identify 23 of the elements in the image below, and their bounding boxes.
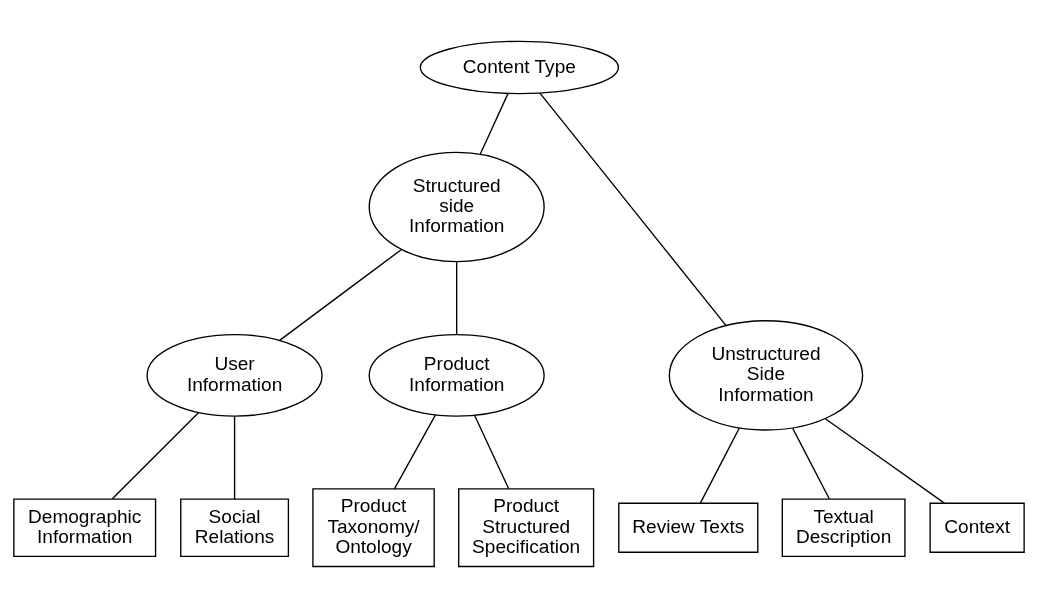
connector <box>792 427 830 499</box>
node-ellipse: User Information <box>146 333 323 417</box>
node-box: Review Texts <box>618 502 759 553</box>
connector <box>539 92 727 326</box>
node-box: Social Relations <box>180 497 290 557</box>
connector <box>393 413 437 489</box>
node-ellipse: Content Type <box>419 40 619 94</box>
node-box: Context <box>929 502 1025 553</box>
connector <box>699 427 740 504</box>
node-ellipse: Unstructured Side Information <box>668 319 864 431</box>
node-box: Product Structured Specification <box>458 487 595 567</box>
connector <box>278 248 402 341</box>
connector <box>111 411 200 499</box>
connector <box>456 260 458 335</box>
connector <box>473 414 510 489</box>
node-ellipse: Structured side Information <box>368 151 545 262</box>
connector <box>479 92 509 155</box>
connector <box>824 417 946 504</box>
node-box: Demographic Information <box>13 497 157 557</box>
connector <box>233 414 236 500</box>
node-ellipse: Product Information <box>368 333 545 417</box>
node-box: Product Taxonomy/ Ontology <box>312 487 435 567</box>
node-box: Textual Description <box>781 497 906 557</box>
